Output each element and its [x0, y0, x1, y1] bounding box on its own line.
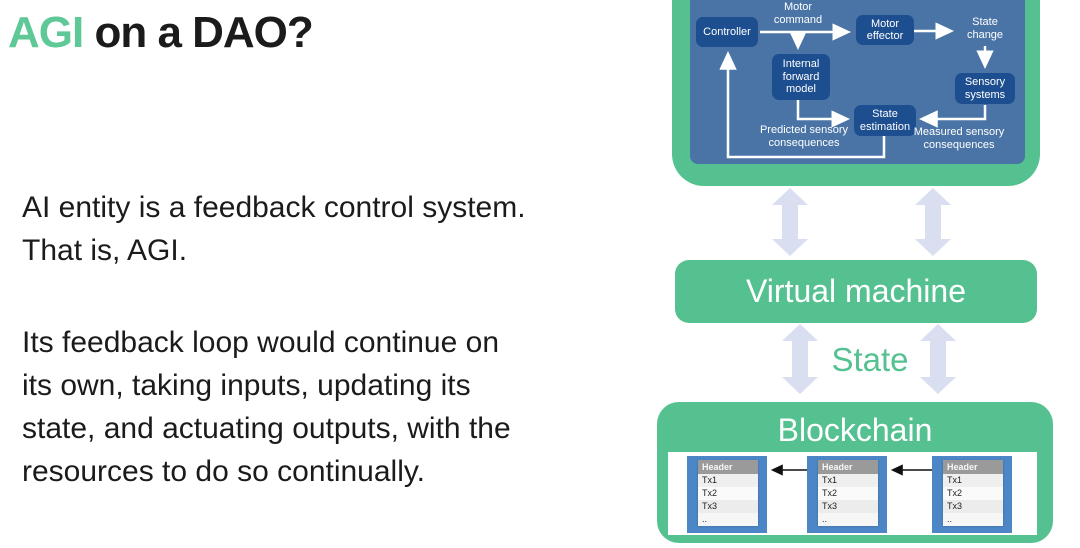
- node-internal-forward-model: Internal forward model: [772, 54, 830, 100]
- node-controller: Controller: [696, 17, 758, 47]
- block-row: Tx2: [698, 487, 758, 500]
- title-highlight: AGI: [8, 8, 84, 57]
- block-row: Tx1: [698, 474, 758, 487]
- blockchain-block-2: Header Tx1 Tx2 Tx3 ..: [807, 456, 887, 533]
- paragraph-1: AI entity is a feedback control system. …: [22, 191, 526, 267]
- block-row: Tx1: [818, 474, 878, 487]
- block-header: Header: [698, 460, 758, 474]
- block-table: Header Tx1 Tx2 Tx3 ..: [818, 460, 878, 526]
- block-row: ..: [818, 513, 878, 526]
- virtual-machine-box: Virtual machine: [675, 260, 1037, 323]
- title-rest: on a DAO?: [83, 8, 313, 57]
- virtual-machine-label: Virtual machine: [746, 273, 966, 309]
- block-row: Tx2: [943, 487, 1003, 500]
- label-measured-sensory-consequences: Measured sensory consequences: [913, 126, 1005, 151]
- block-row: Tx2: [818, 487, 878, 500]
- double-arrow: [915, 188, 951, 256]
- blockchain-label: Blockchain: [777, 412, 933, 448]
- double-arrow: [772, 188, 808, 256]
- block-row: Tx1: [943, 474, 1003, 487]
- block-row: Tx3: [698, 500, 758, 513]
- block-table: Header Tx1 Tx2 Tx3 ..: [698, 460, 758, 526]
- block-row: ..: [698, 513, 758, 526]
- blockchain-block-1: Header Tx1 Tx2 Tx3 ..: [687, 456, 767, 533]
- blockchain-block-3: Header Tx1 Tx2 Tx3 ..: [932, 456, 1012, 533]
- state-label: State: [831, 341, 909, 378]
- block-header: Header: [943, 460, 1003, 474]
- label-state-change: State change: [966, 16, 1004, 41]
- block-table: Header Tx1 Tx2 Tx3 ..: [943, 460, 1003, 526]
- page-title: AGI on a DAO?: [8, 8, 314, 58]
- paragraph-2: Its feedback loop would continue on its …: [22, 326, 511, 488]
- node-state-estimation: State estimation: [854, 105, 916, 136]
- block-row: ..: [943, 513, 1003, 526]
- node-motor-effector: Motor effector: [856, 15, 914, 45]
- block-row: Tx3: [943, 500, 1003, 513]
- node-sensory-systems: Sensory systems: [955, 73, 1015, 104]
- label-predicted-sensory-consequences: Predicted sensory consequences: [759, 124, 849, 149]
- block-header: Header: [818, 460, 878, 474]
- label-motor-command: Motor command: [773, 1, 823, 26]
- block-row: Tx3: [818, 500, 878, 513]
